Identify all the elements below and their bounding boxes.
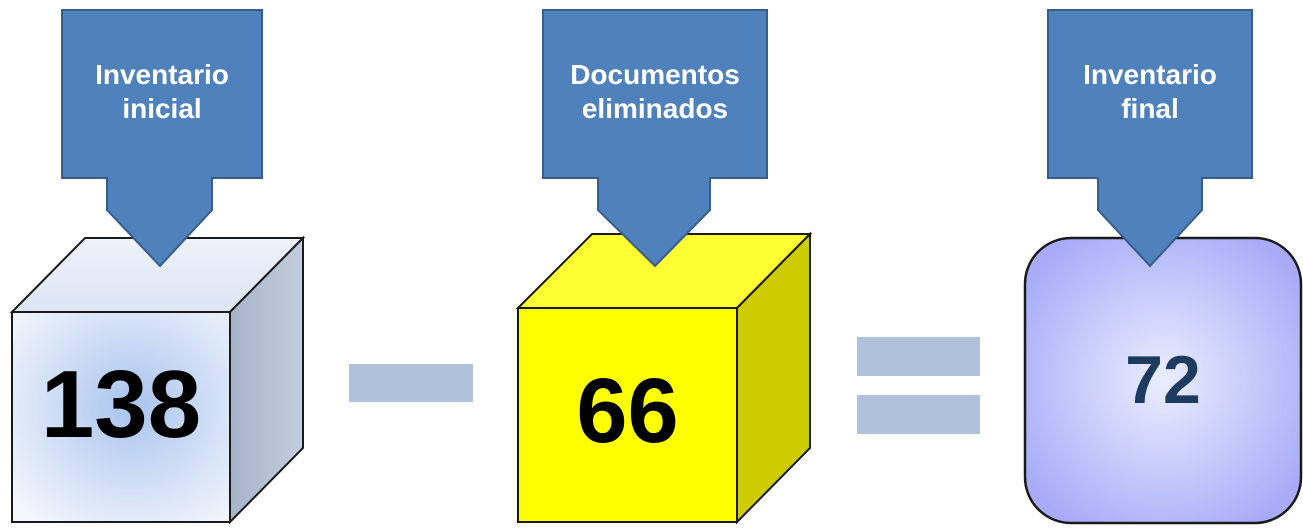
cube-front-face <box>11 311 231 523</box>
label-documentos-eliminados: Documentos eliminados <box>543 58 767 126</box>
label-line-1: Documentos <box>570 59 740 90</box>
label-line-2: inicial <box>122 93 202 124</box>
cube-front-face <box>517 307 738 523</box>
callout-arrow-documentos-eliminados <box>542 9 768 268</box>
value-inventario-inicial: 138 <box>40 351 202 458</box>
label-line-1: Inventario <box>95 59 229 90</box>
label-line-2: final <box>1121 93 1179 124</box>
label-line-2: eliminados <box>581 93 729 124</box>
callout-arrow-inventario-final <box>1047 9 1253 268</box>
label-inventario-final: Inventario final <box>1048 58 1252 126</box>
cube-documentos-eliminados <box>515 231 813 525</box>
value-documentos-eliminados: 66 <box>576 360 679 462</box>
label-line-1: Inventario <box>1083 59 1217 90</box>
minus-sign <box>349 364 473 402</box>
equals-sign <box>857 337 980 434</box>
equals-bar-top <box>857 337 980 376</box>
equals-bar-bottom <box>857 395 980 434</box>
label-inventario-inicial: Inventario inicial <box>62 58 262 126</box>
callout-arrow-inventario-inicial <box>61 9 263 268</box>
value-inventario-final: 72 <box>1125 342 1201 418</box>
cube-inventario-inicial <box>9 235 306 525</box>
